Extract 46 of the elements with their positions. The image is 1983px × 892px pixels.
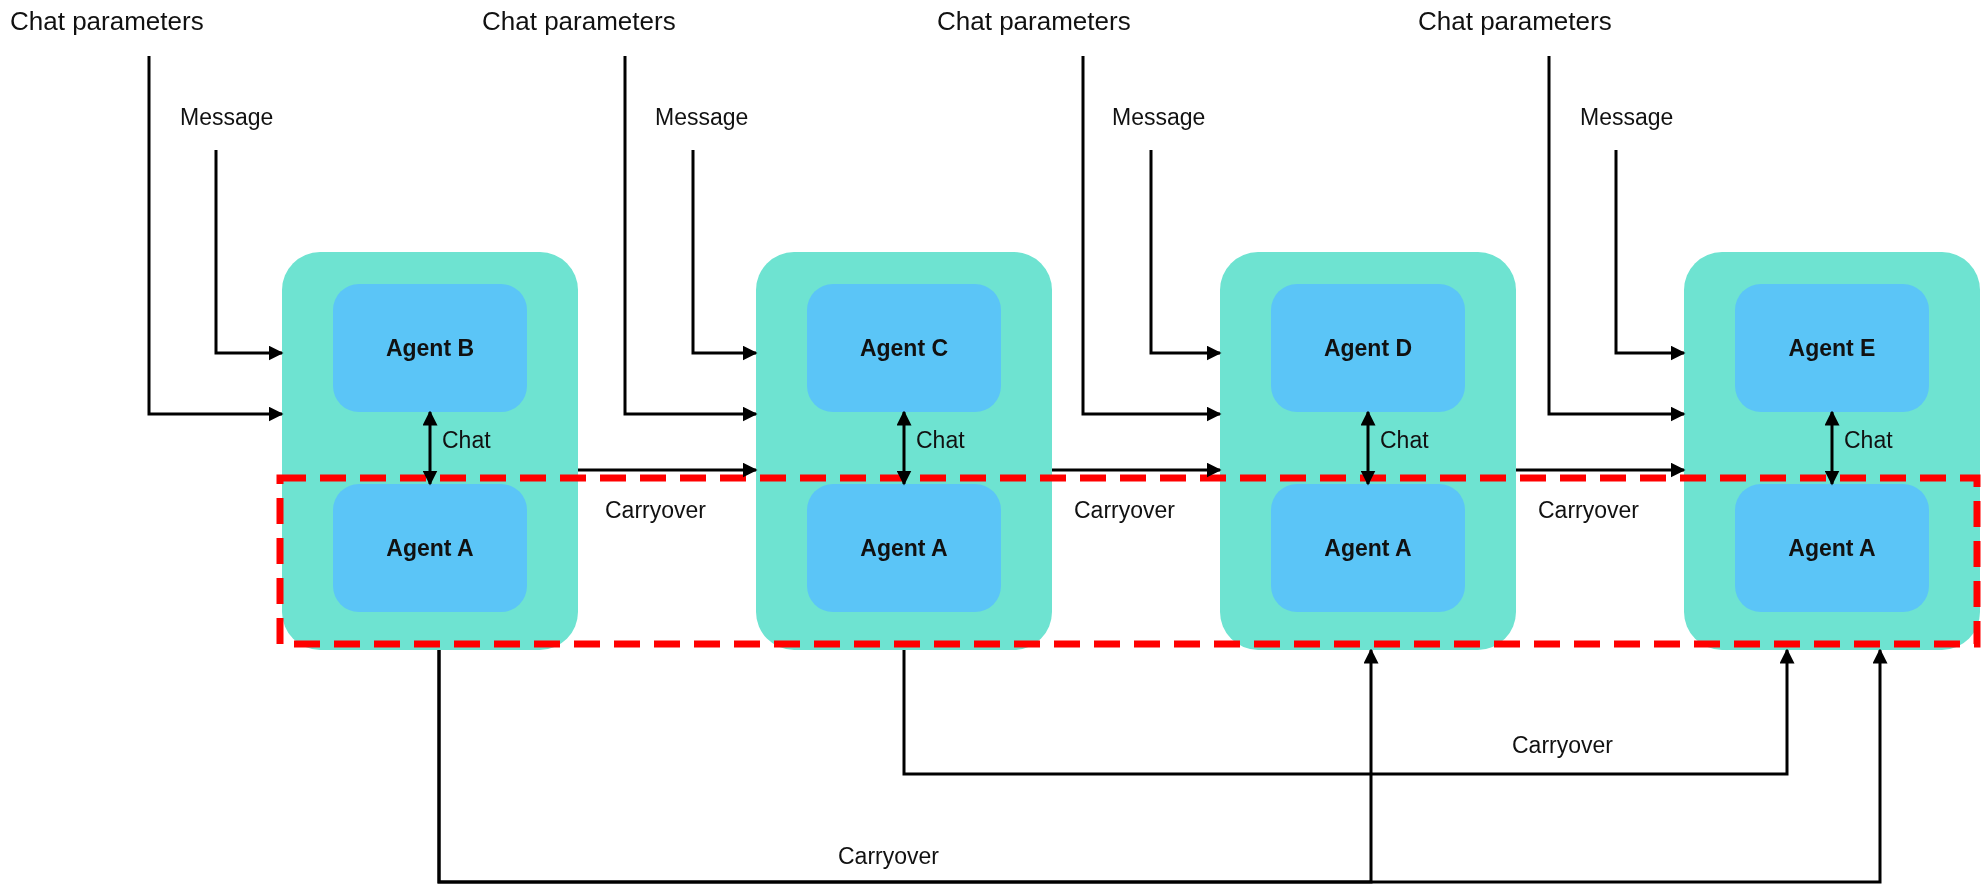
agent-group-panel — [1220, 252, 1516, 650]
arrow — [1824, 410, 1840, 486]
arrow — [896, 410, 912, 486]
input-label: Message — [655, 104, 749, 132]
input-label: Message — [1112, 104, 1206, 132]
arrow — [1052, 462, 1222, 478]
agent-group-panel — [756, 252, 1052, 650]
agent-box: Agent E — [1735, 284, 1929, 412]
input-label: Chat parameters — [1418, 6, 1612, 38]
arrow — [214, 150, 284, 361]
arrow — [623, 56, 758, 422]
agent-box: Agent C — [807, 284, 1001, 412]
agent-group-panel — [1684, 252, 1980, 650]
arrow — [422, 410, 438, 486]
input-label: Message — [180, 104, 274, 132]
agent-group-panel — [282, 252, 578, 650]
edge-label: Carryover — [1074, 497, 1175, 525]
arrow — [147, 56, 284, 422]
agent-box: Agent A — [1735, 484, 1929, 612]
arrow — [1547, 56, 1686, 422]
agent-box: Agent A — [333, 484, 527, 612]
arrow — [1614, 150, 1686, 361]
agent-box: Agent A — [1271, 484, 1465, 612]
edge-label: Carryover — [1512, 732, 1613, 760]
arrow — [1360, 410, 1376, 486]
edge-label: Carryover — [1538, 497, 1639, 525]
edge-label: Carryover — [838, 843, 939, 871]
edge-label: Chat — [442, 427, 491, 455]
agent-box: Agent A — [807, 484, 1001, 612]
arrow — [902, 648, 1795, 776]
input-label: Message — [1580, 104, 1674, 132]
edge-label: Chat — [1844, 427, 1893, 455]
edge-label: Carryover — [605, 497, 706, 525]
edge-label: Chat — [1380, 427, 1429, 455]
agent-box: Agent D — [1271, 284, 1465, 412]
edge-label: Chat — [916, 427, 965, 455]
input-label: Chat parameters — [937, 6, 1131, 38]
input-label: Chat parameters — [482, 6, 676, 38]
arrow — [1149, 150, 1222, 361]
arrow — [578, 462, 758, 478]
arrow — [691, 150, 758, 361]
arrow — [437, 648, 1888, 884]
arrow — [1081, 56, 1222, 422]
agent-box: Agent B — [333, 284, 527, 412]
input-label: Chat parameters — [10, 6, 204, 38]
arrow — [1516, 462, 1686, 478]
